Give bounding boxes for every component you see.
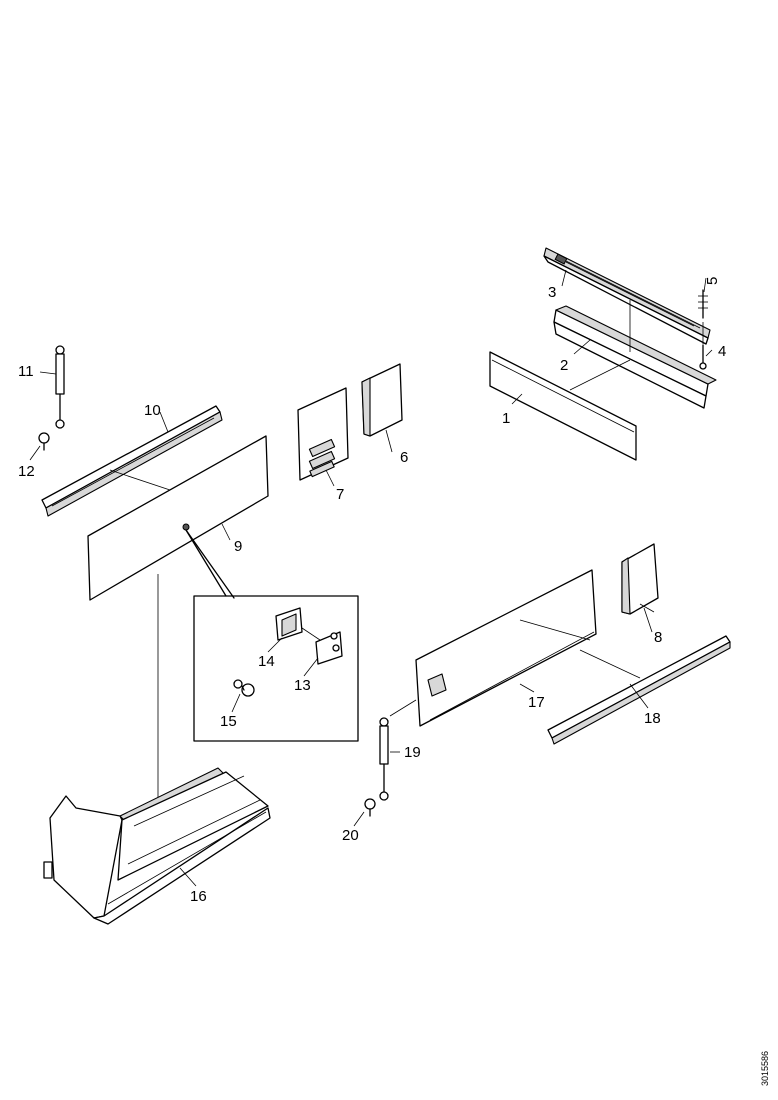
callout-10: 10 <box>144 402 161 419</box>
callout-12: 12 <box>18 463 35 480</box>
callout-15: 15 <box>220 713 237 730</box>
part-8-cover <box>621 543 659 615</box>
document-id: 3015586 <box>760 1051 770 1086</box>
part-18-rail <box>547 635 731 745</box>
part-3-upper-rail <box>543 247 711 345</box>
part-20-ball-joint <box>364 798 376 817</box>
callout-8: 8 <box>654 629 662 646</box>
part-9-panel <box>87 435 269 601</box>
callout-2: 2 <box>560 357 568 374</box>
detail-inset-box <box>193 595 359 742</box>
part-10-rail <box>41 405 223 517</box>
callout-13: 13 <box>294 677 311 694</box>
part-4-screw <box>699 344 707 370</box>
callout-20: 20 <box>342 827 359 844</box>
part-13-latch <box>315 631 343 665</box>
part-11-gas-spring <box>55 345 65 429</box>
part-6-cover <box>361 363 403 437</box>
callout-1: 1 <box>502 410 510 427</box>
part-5-screw <box>698 289 708 319</box>
callout-5: 5 <box>704 277 721 285</box>
part-17-panel <box>415 569 597 727</box>
callout-6: 6 <box>400 449 408 466</box>
callout-3: 3 <box>548 284 556 301</box>
part-14-grommet <box>275 607 303 641</box>
callout-16: 16 <box>190 888 207 905</box>
part-16-base-housing <box>43 767 271 925</box>
part-2-bracket <box>553 305 717 409</box>
part-15-knob <box>233 679 255 697</box>
callout-19: 19 <box>404 744 421 761</box>
callout-17: 17 <box>528 694 545 711</box>
callout-11: 11 <box>18 363 34 380</box>
callout-4: 4 <box>718 343 726 360</box>
callout-14: 14 <box>258 653 275 670</box>
part-19-gas-spring <box>379 717 389 801</box>
callout-9: 9 <box>234 538 242 555</box>
part-1-panel <box>489 351 637 461</box>
callout-7: 7 <box>336 486 344 503</box>
part-12-ball-joint <box>38 432 50 451</box>
callout-18: 18 <box>644 710 661 727</box>
part-7-panel <box>297 387 349 481</box>
